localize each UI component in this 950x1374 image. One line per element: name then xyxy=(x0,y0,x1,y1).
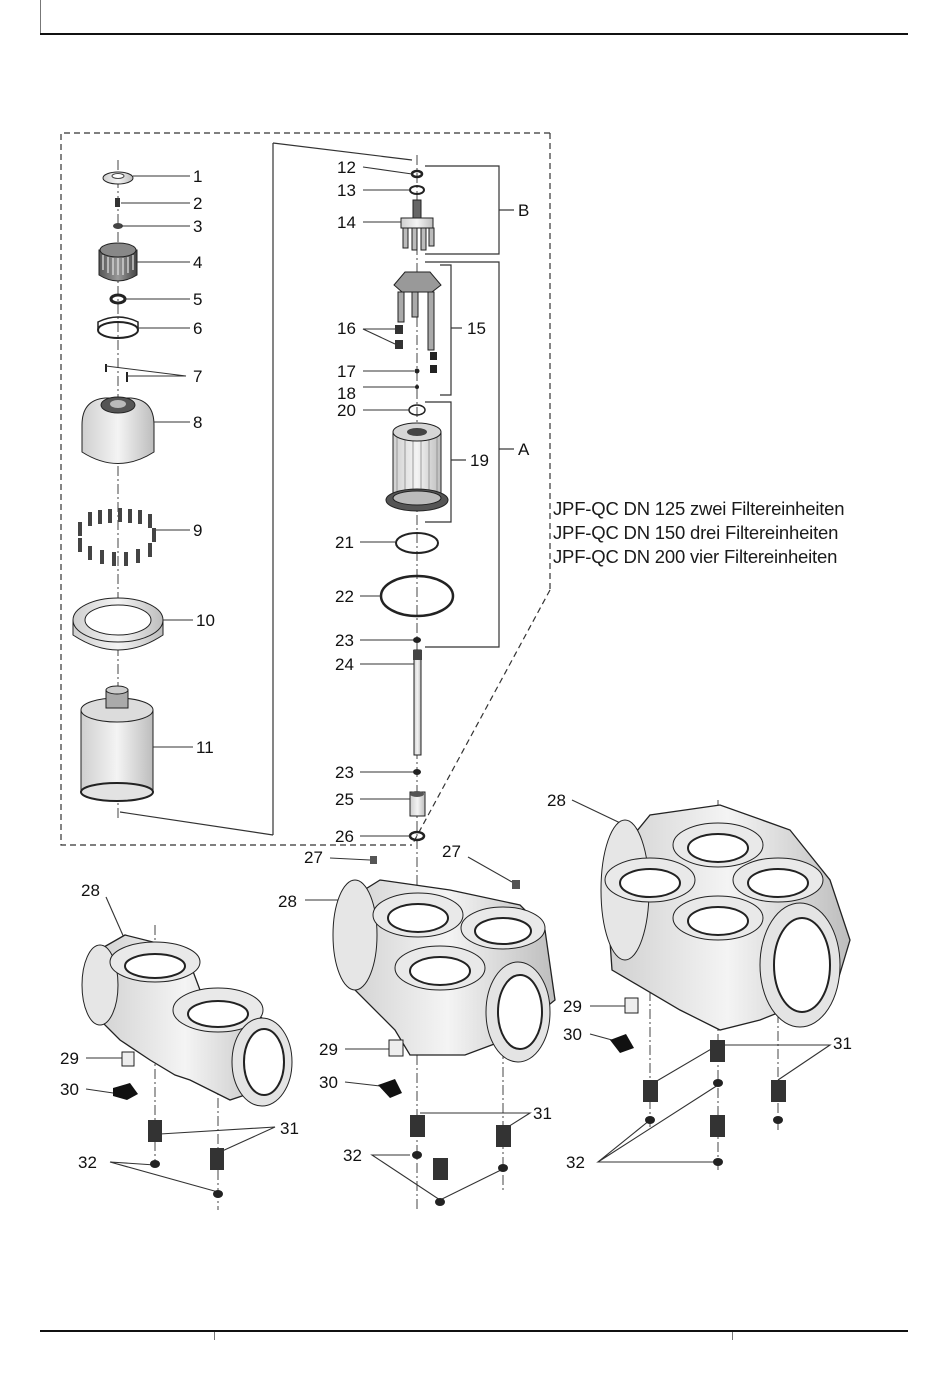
callout-23-upper: 23 xyxy=(335,631,354,650)
part-23-lower-washer xyxy=(413,769,421,775)
callout-25: 25 xyxy=(335,790,354,809)
callout-26: 26 xyxy=(335,827,354,846)
callout-28-dn125: 28 xyxy=(81,881,100,900)
callout-group-b: B xyxy=(518,201,529,220)
callout-1: 1 xyxy=(193,167,202,186)
callout-20: 20 xyxy=(337,401,356,420)
part-8-housing-cover xyxy=(82,397,154,464)
callout-31-dn125: 31 xyxy=(280,1119,299,1138)
callout-27-right: 27 xyxy=(442,842,461,861)
callout-16: 16 xyxy=(337,319,356,338)
callout-21: 21 xyxy=(335,533,354,552)
callout-30-dn150: 30 xyxy=(319,1073,338,1092)
callout-8: 8 xyxy=(193,413,202,432)
callout-23-lower: 23 xyxy=(335,763,354,782)
callout-14: 14 xyxy=(337,213,356,232)
part-17-pin xyxy=(415,369,420,374)
callout-30-dn200: 30 xyxy=(563,1025,582,1044)
callout-15: 15 xyxy=(467,319,486,338)
callout-32-dn200: 32 xyxy=(566,1153,585,1172)
column-bracket xyxy=(120,143,412,835)
callout-29-dn200: 29 xyxy=(563,997,582,1016)
part-25-bushing xyxy=(410,791,425,816)
callout-32-dn125: 32 xyxy=(78,1153,97,1172)
note-line-dn125: JPF-QC DN 125 zwei Filtereinheiten xyxy=(553,497,844,521)
housing-dn125 xyxy=(82,935,292,1198)
callout-11: 11 xyxy=(196,738,214,757)
callout-10: 10 xyxy=(196,611,215,630)
callout-22: 22 xyxy=(335,587,354,606)
part-2-screw xyxy=(115,198,120,207)
housing-dn150 xyxy=(333,880,555,1206)
part-9-bolt-ring xyxy=(78,508,156,566)
callout-31-dn150: 31 xyxy=(533,1104,552,1123)
callout-3: 3 xyxy=(193,217,202,236)
housing-dn200 xyxy=(601,805,850,1166)
callout-2: 2 xyxy=(193,194,202,213)
callout-13: 13 xyxy=(337,181,356,200)
note-line-dn150: JPF-QC DN 150 drei Filtereinheiten xyxy=(553,521,844,545)
model-variant-note: JPF-QC DN 125 zwei Filtereinheiten JPF-Q… xyxy=(553,497,844,569)
part-16-nozzles xyxy=(395,325,403,349)
callout-29-dn150: 29 xyxy=(319,1040,338,1059)
footer-rule xyxy=(40,1330,908,1332)
part-18-pin xyxy=(415,385,419,389)
callout-6: 6 xyxy=(193,319,202,338)
callout-4: 4 xyxy=(193,253,202,272)
part-10-flange-ring xyxy=(73,598,163,650)
footer-tick-right xyxy=(732,1332,733,1340)
part-14-spindle-head xyxy=(401,200,434,250)
part-19-filter-element xyxy=(386,423,448,511)
note-line-dn200: JPF-QC DN 200 vier Filtereinheiten xyxy=(553,545,844,569)
callout-32-dn150: 32 xyxy=(343,1146,362,1165)
group-brackets xyxy=(425,166,514,647)
part-1-cap xyxy=(103,172,133,184)
callout-24: 24 xyxy=(335,655,354,674)
callout-31-dn200: 31 xyxy=(833,1034,852,1053)
part-24-shaft xyxy=(413,650,422,755)
part-23-upper-washer xyxy=(413,637,421,643)
callout-9: 9 xyxy=(193,521,202,540)
callout-5: 5 xyxy=(193,290,202,309)
callout-12: 12 xyxy=(337,158,356,177)
callout-group-a: A xyxy=(518,440,530,459)
callout-19: 19 xyxy=(470,451,489,470)
callout-27-left: 27 xyxy=(304,848,323,867)
callout-28-dn200: 28 xyxy=(547,791,566,810)
footer-tick-left xyxy=(214,1332,215,1340)
part-27-plug-right xyxy=(512,880,520,889)
callout-17: 17 xyxy=(337,362,356,381)
part-4-knob xyxy=(99,243,137,281)
part-11-filter-housing xyxy=(81,686,153,801)
part-27-plug-left xyxy=(370,856,377,864)
callout-28-dn150: 28 xyxy=(278,892,297,911)
callout-30-dn125: 30 xyxy=(60,1080,79,1099)
callout-29-dn125: 29 xyxy=(60,1049,79,1068)
callout-7: 7 xyxy=(193,367,202,386)
